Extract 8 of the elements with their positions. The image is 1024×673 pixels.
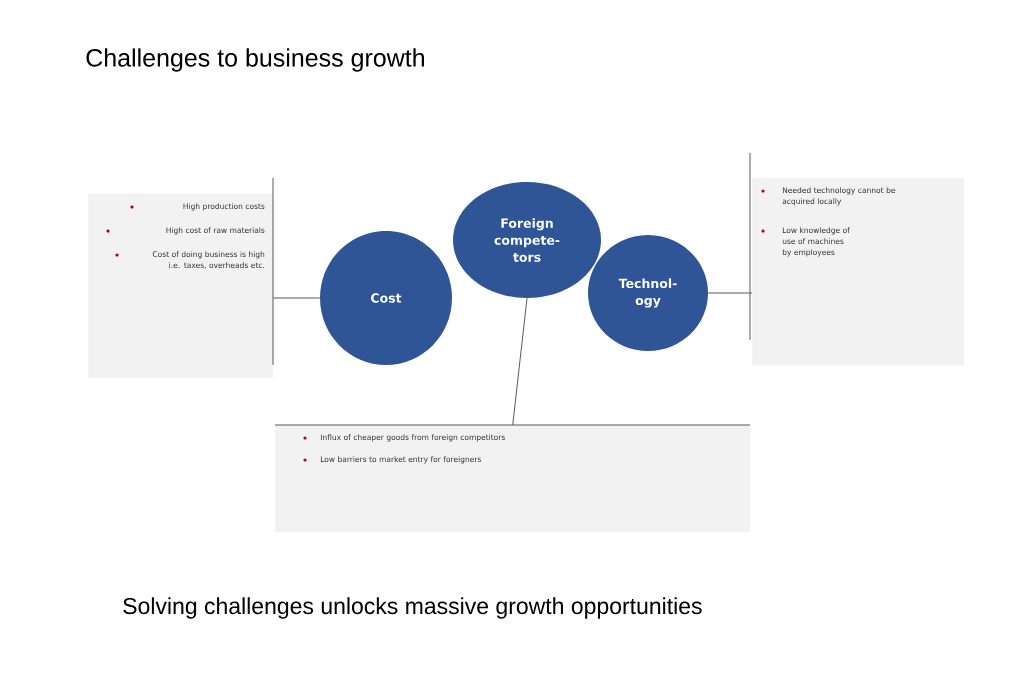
text-panel [275,425,751,533]
connector-line [707,292,753,294]
connector-line [272,297,321,299]
title: Challenges to business growth [86,48,424,72]
text-panel [88,193,274,379]
caption: Solving challenges unlocks massive growth opportunities [123,597,702,619]
text-panel [752,178,965,366]
connector-line [512,297,528,426]
